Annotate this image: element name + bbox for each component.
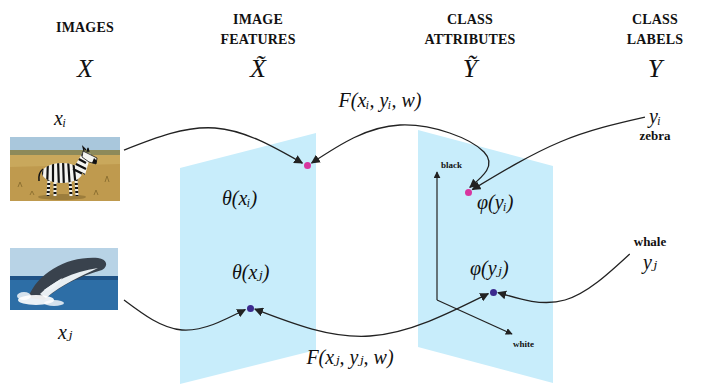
math-label: θ(xᵢ) (222, 186, 257, 210)
connector-arrow (124, 300, 245, 330)
zebra-stripes (41, 151, 86, 189)
zebra-leg-stripes (70, 180, 71, 196)
set-symbol: Y (625, 54, 685, 84)
whale-fin (44, 278, 62, 291)
whale-belly (40, 268, 98, 298)
column-heading: CLASS LABELS (610, 10, 700, 50)
sky (10, 248, 118, 310)
axis-line (436, 172, 437, 300)
math-label: yᵢ (639, 104, 670, 128)
treeline (10, 150, 120, 155)
splash (17, 292, 31, 300)
attribute-plane (418, 130, 553, 383)
embedding-dot (247, 305, 254, 312)
zebra-leg (70, 180, 71, 196)
column-heading: IMAGES (25, 18, 145, 38)
embedding-dot (304, 162, 311, 169)
whale-photo (10, 248, 118, 310)
axis-label: white (513, 339, 534, 350)
edge-label: F(xᵢ, yᵢ, w) (290, 88, 470, 112)
class-name: whale (634, 234, 667, 250)
class-label: yᵢzebra (639, 104, 670, 144)
image-sample: xᵢ (10, 106, 122, 202)
axis-line (437, 300, 512, 334)
zebra-coat (10, 137, 120, 201)
shadow (38, 194, 86, 200)
class-name: zebra (639, 128, 670, 144)
math-label: θ(xⱼ) (232, 260, 269, 284)
zebra-body (10, 137, 120, 201)
class-label: whaleyⱼ (634, 234, 667, 274)
zebra-leg (76, 179, 77, 196)
sky (10, 137, 120, 151)
connector-arrow (498, 254, 630, 303)
embedding-dot (465, 189, 472, 196)
zebra-leg-stripes (48, 179, 49, 196)
zebra-head (82, 151, 97, 164)
connector-arrow (472, 117, 645, 189)
grass (10, 137, 120, 201)
math-label: yⱼ (634, 250, 667, 274)
splash (44, 300, 64, 306)
whale-body (28, 258, 106, 300)
attribute-point: φ(yᵢ) (464, 188, 513, 214)
edge-label: F(xⱼ, yⱼ, w) (260, 345, 440, 369)
image-sample: xⱼ (10, 246, 122, 346)
feature-point: θ(xᵢ) (222, 161, 311, 210)
math-label: xᵢ (10, 106, 122, 130)
feature-plane (180, 133, 316, 384)
column-heading: IMAGE FEATURES (203, 10, 313, 50)
column-heading: CLASS ATTRIBUTES (410, 10, 530, 50)
zebra-leg-stripes (76, 179, 77, 196)
math-label: φ(yᵢ) (477, 190, 513, 214)
connector-arrow (255, 294, 488, 337)
math-label: xⱼ (10, 320, 122, 344)
set-symbol: X (55, 54, 115, 84)
feature-point: θ(xⱼ) (232, 260, 269, 312)
set-symbol: X̃ (228, 54, 288, 84)
zebra-ears (83, 147, 89, 152)
attribute-point: φ(yⱼ) (470, 256, 509, 296)
connector-arrow (124, 128, 302, 163)
zebra-muzzle (92, 158, 97, 164)
set-symbol: Ỹ (440, 54, 500, 84)
embedding-dot (490, 289, 497, 296)
zebra-leg (48, 179, 49, 196)
axis-label: black (441, 160, 462, 171)
zebra-photo (10, 137, 120, 201)
zebra-tail (39, 169, 43, 181)
connector-arrow (312, 125, 489, 187)
math-label: φ(yⱼ) (470, 256, 509, 280)
